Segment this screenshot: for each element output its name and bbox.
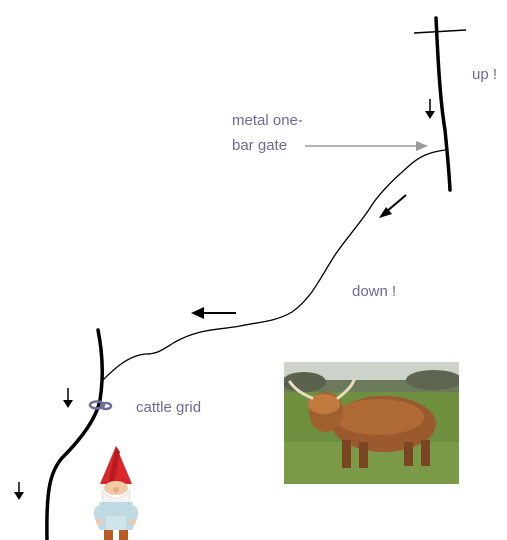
- down-arrow-icon: [14, 482, 24, 500]
- top-road-line: [434, 16, 452, 192]
- cattle-grid-label: cattle grid: [136, 399, 202, 416]
- highland-cow-photo: [284, 362, 459, 484]
- down-label: down !: [352, 283, 397, 300]
- diagonal-arrow-icon: [379, 194, 407, 218]
- down-arrow-icon: [63, 388, 73, 408]
- gate-pointer-arrow: [305, 141, 428, 151]
- gate-label-line1: metal one-: [232, 112, 303, 129]
- footpath-line: [102, 149, 446, 381]
- down-arrow-icon: [425, 99, 435, 119]
- up-label: up !: [472, 66, 498, 83]
- left-arrow-icon: [191, 307, 236, 319]
- top-road-crossing: [413, 29, 467, 34]
- cattle-grid-marker: [88, 400, 113, 411]
- gate-label-line2: bar gate: [232, 137, 288, 154]
- bottom-road-line: [45, 328, 104, 540]
- garden-gnome-figure: [94, 446, 138, 540]
